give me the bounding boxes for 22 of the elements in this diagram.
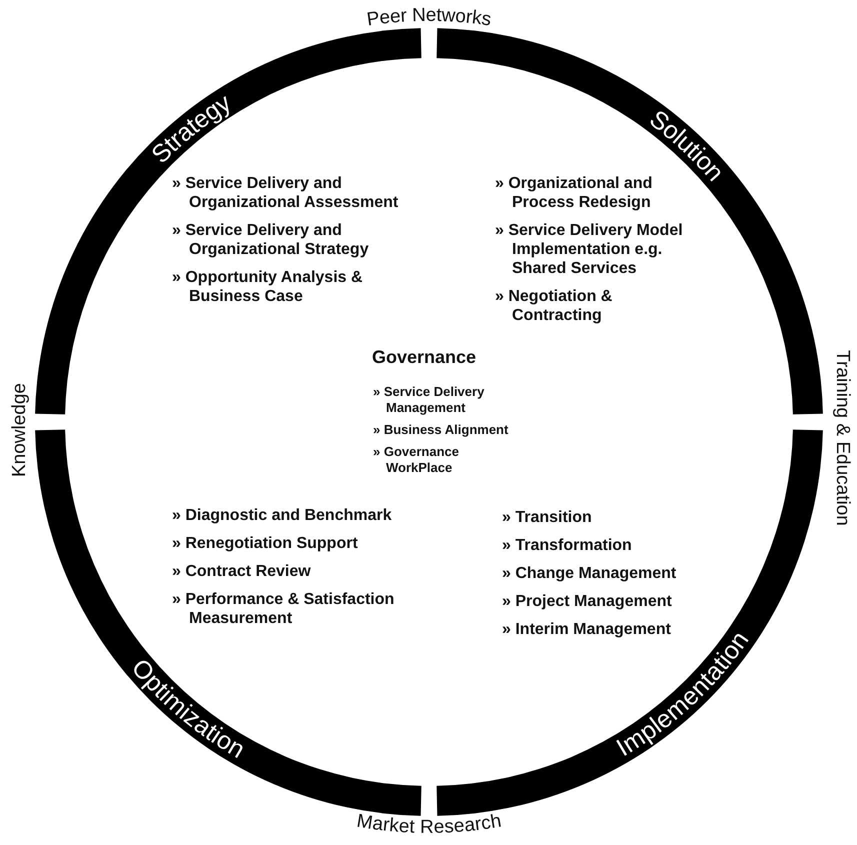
list-item: » Opportunity Analysis & Business Case (172, 268, 364, 306)
list-item: » Service Delivery Model Implementation e.g. Shared Services (495, 221, 684, 278)
list-item: » Renegotiation Support (172, 534, 359, 553)
outer-label: Peer Networks (365, 4, 493, 30)
list-item: » Governance WorkPlace (373, 444, 460, 476)
list-item: » Business Alignment (373, 422, 510, 438)
list-item: » Performance & Satisfaction Measurement (172, 590, 396, 628)
list-item: » Transition (502, 508, 593, 527)
list-item: » Contract Review (172, 562, 312, 581)
heading: Governance (372, 347, 476, 368)
list-item: » Change Management (502, 564, 678, 583)
list-item: » Organizational and Process Redesign (495, 175, 652, 212)
side-label: Knowledge (9, 382, 32, 478)
list-item: » Service Delivery and Organizational Strategy (172, 221, 370, 259)
list-item: » Diagnostic and Benchmark (172, 506, 393, 525)
side-label: Training & Education (830, 350, 853, 526)
list-item: » Negotiation & Contracting (495, 287, 614, 325)
list-item: » Project Management (502, 592, 673, 611)
list-item: » Transformation (502, 536, 633, 555)
outer-label: Market Research (355, 810, 503, 838)
list-item: » Service Delivery Management (373, 384, 486, 416)
list-item: » Service Delivery and Organizational Assessment (172, 174, 400, 212)
